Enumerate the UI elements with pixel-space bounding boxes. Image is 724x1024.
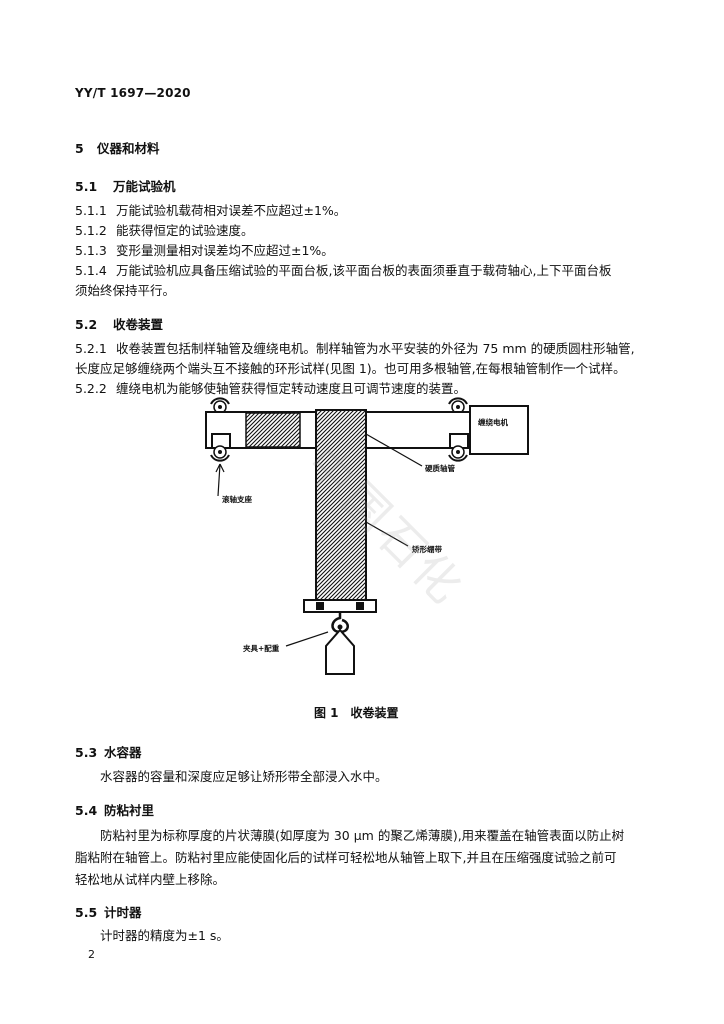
- section-number: 5.2: [75, 317, 98, 332]
- standard-number: YY/T 1697—2020: [75, 86, 191, 100]
- clause-5-2-1-continued: 长度应足够缠绕两个端头互不接触的环形试样(见图 1)。也可用多根轴管,在每根轴管…: [75, 361, 626, 376]
- winding-device-diagram: [205, 397, 529, 675]
- label-bearing: 滚轴支座: [222, 495, 252, 504]
- section-number: 5: [75, 141, 84, 156]
- bearing-support-right-bottom: [448, 445, 468, 462]
- label-tube: 硬质轴管: [425, 464, 455, 473]
- section-5-heading: 5 仪器和材料: [75, 138, 160, 157]
- bearing-support-left-top: [210, 397, 230, 414]
- label-strip: 矫形绷带: [412, 545, 442, 554]
- clause-5-1-4-continued: 须始终保持平行。: [75, 283, 176, 298]
- clamp-bar: [303, 599, 377, 613]
- clause-5-4-line2: 脂粘附在轴管上。防粘衬里应能使固化后的试样可轻松地从轴管上取下,并且在压缩强度试…: [75, 850, 617, 865]
- clause-5-4-line1: 防粘衬里为标称厚度的片状薄膜(如厚度为 30 μm 的聚乙烯薄膜),用来覆盖在轴…: [100, 828, 625, 843]
- wound-section-left: [245, 412, 301, 448]
- label-clamp: 夹具+配重: [243, 644, 280, 653]
- section-title: 收卷装置: [113, 317, 164, 332]
- section-title: 仪器和材料: [97, 141, 160, 156]
- winding-motor: [469, 405, 529, 455]
- clause-5-3-text: 水容器的容量和深度应足够让矫形带全部浸入水中。: [100, 769, 388, 784]
- section-number: 5.1: [75, 179, 98, 194]
- section-5-1-heading: 5.1 万能试验机: [75, 176, 176, 195]
- bearing-support-left-bottom: [210, 445, 230, 462]
- leader-strip: [365, 521, 409, 547]
- orthopedic-strip: [315, 409, 367, 601]
- section-title: 万能试验机: [113, 179, 176, 194]
- bearing-support-right-top: [448, 397, 468, 414]
- counterweight: [325, 628, 355, 675]
- figure-caption: 图 1 收卷装置: [314, 706, 399, 720]
- section-5-2-heading: 5.2 收卷装置: [75, 314, 163, 333]
- leader-tube: [365, 433, 423, 467]
- label-motor: 缠绕电机: [478, 418, 508, 427]
- leader-clamp: [285, 631, 329, 647]
- leader-bearing: [217, 463, 221, 497]
- page-number: 2: [88, 948, 95, 961]
- clause-5-4-line3: 轻松地从试样内壁上移除。: [75, 872, 226, 887]
- clause-5-5-text: 计时器的精度为±1 s。: [100, 928, 229, 943]
